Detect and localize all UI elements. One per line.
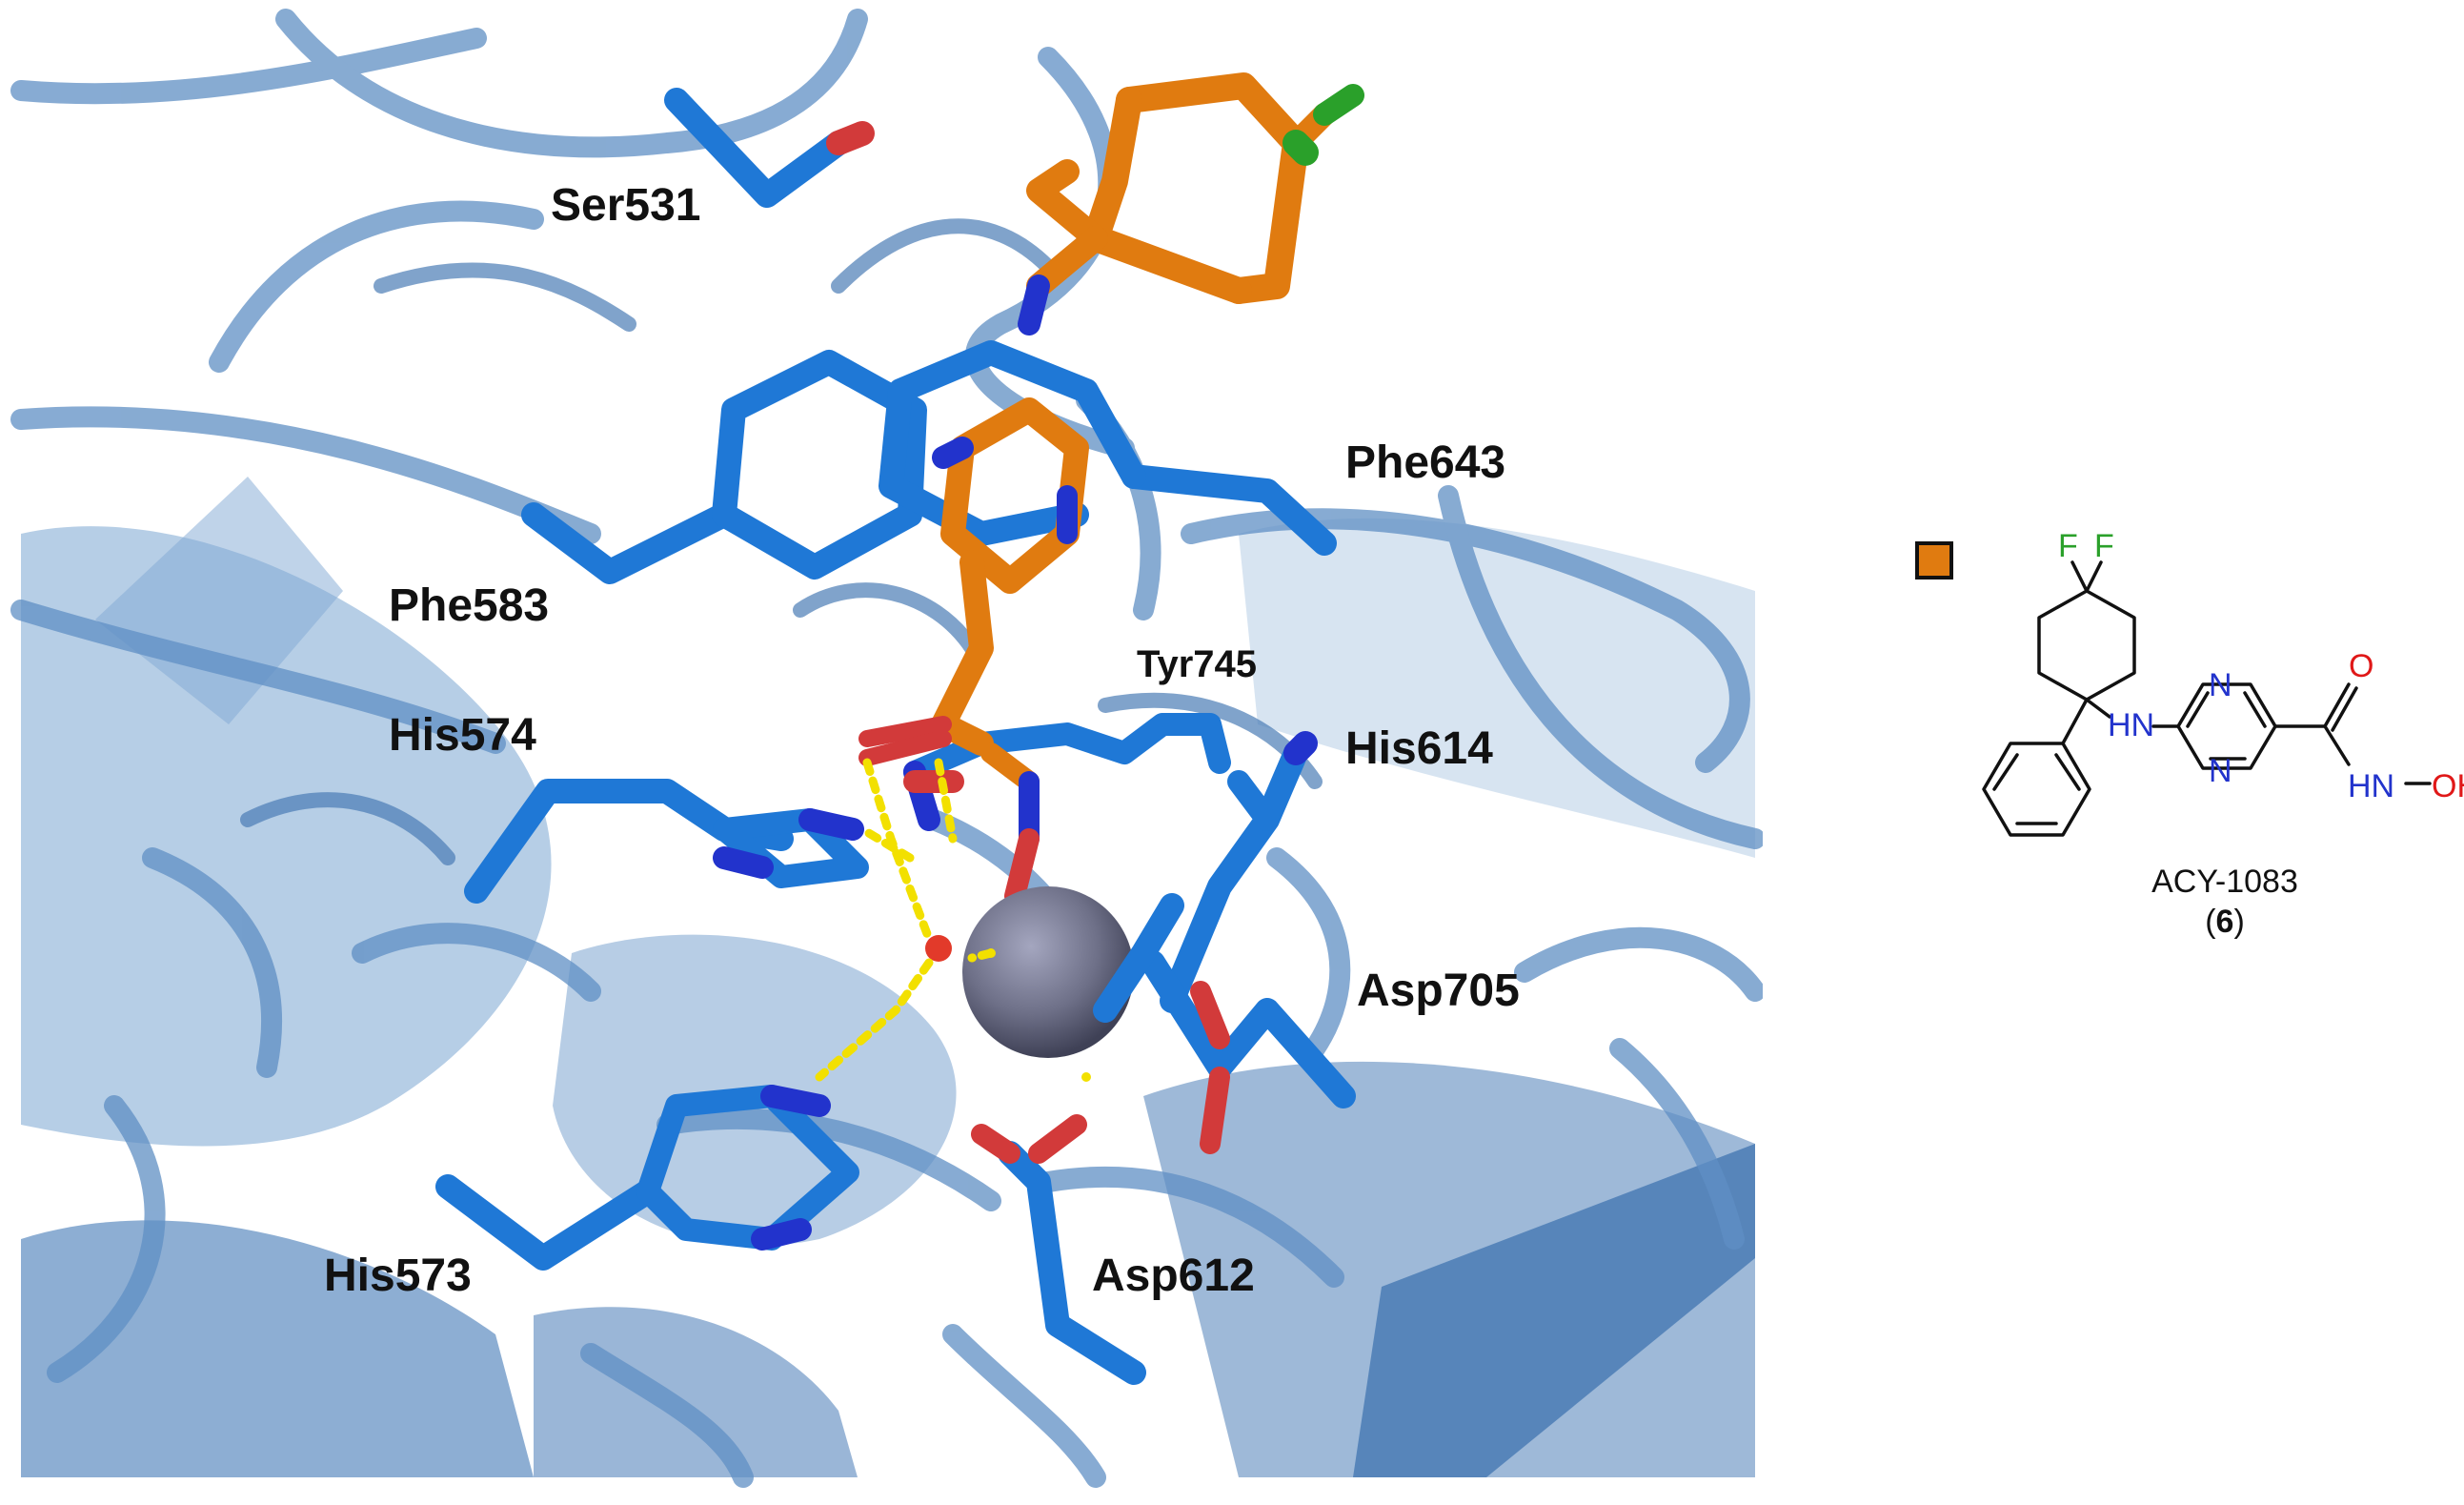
compound-legend: F F HN N N O HN OH ACY-1083 (6) (1896, 515, 2464, 1010)
label-his614: His614 (1345, 723, 1493, 774)
label-his574: His574 (389, 710, 536, 761)
label-phe583: Phe583 (389, 580, 550, 631)
residue-sticks (435, 88, 1356, 1385)
compound-number: (6) (2205, 904, 2245, 940)
atom-n-bottom: N (2209, 753, 2232, 789)
chemical-structure: F F HN N N O HN OH (1982, 528, 2464, 837)
atom-hn-amine: HN (2108, 707, 2154, 743)
protein-structure-panel: Ser531 Phe643 Phe583 Tyr745 His574 His61… (10, 9, 1763, 1488)
protein-structure-render (10, 9, 1763, 1488)
label-asp612: Asp612 (1092, 1251, 1255, 1301)
water-molecule (925, 935, 952, 962)
protein-cartoon (10, 9, 1763, 1488)
label-ser531: Ser531 (551, 180, 701, 231)
label-phe643: Phe643 (1345, 437, 1506, 488)
atom-n-top: N (2209, 667, 2232, 703)
ligand-color-swatch (1915, 541, 1953, 580)
hydrogen-bonds (815, 758, 996, 1082)
atom-f1: F (2058, 528, 2078, 564)
atom-oh: OH (2432, 768, 2464, 804)
label-asp705: Asp705 (1357, 966, 1520, 1016)
atom-hn-hydroxamate: HN (2348, 768, 2394, 804)
label-tyr745: Tyr745 (1137, 643, 1258, 685)
ligand-sticks (858, 72, 1364, 906)
compound-name: ACY-1083 (2151, 864, 2298, 900)
zinc-ion (962, 886, 1134, 1058)
label-his573: His573 (324, 1251, 472, 1301)
atom-o-carbonyl: O (2349, 648, 2373, 684)
atom-f2: F (2094, 528, 2114, 564)
